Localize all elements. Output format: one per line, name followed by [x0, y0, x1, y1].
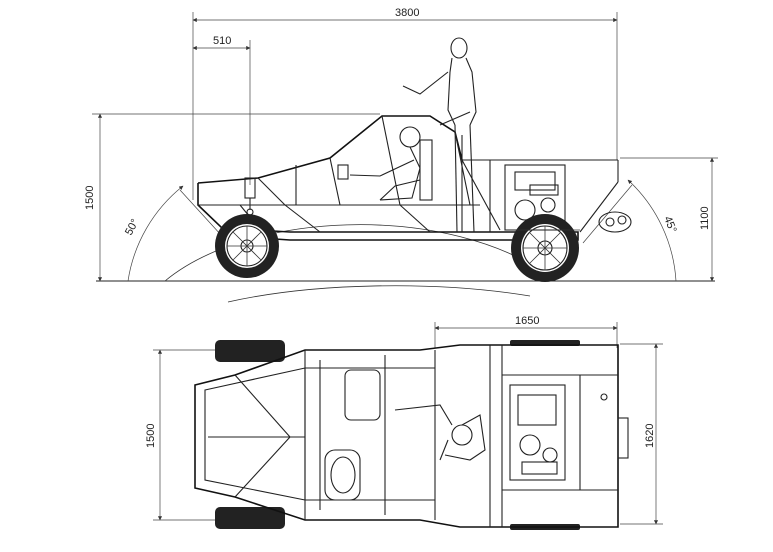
top-exhaust	[617, 417, 629, 459]
top-seats	[324, 369, 381, 501]
engine-side	[504, 164, 580, 231]
side-height-label: 1500	[84, 186, 96, 210]
rear-wheel	[511, 214, 579, 282]
standing-person	[402, 37, 477, 233]
top-chassis-frame	[194, 344, 619, 528]
overall-length-label: 3800	[395, 7, 419, 19]
front-wheel	[215, 214, 279, 278]
top-front-left-tire	[215, 340, 285, 362]
approach-angle-label: 50°	[123, 217, 141, 237]
top-rear-light	[600, 393, 608, 401]
clearance-arc-bottom	[227, 285, 531, 303]
top-person	[394, 404, 486, 461]
top-length-label: 1650	[515, 315, 539, 327]
top-length-dimension: 1650	[434, 315, 618, 348]
top-rear-width-dimension: 1620	[620, 343, 663, 525]
clearance-arc-front	[164, 224, 541, 282]
rear-height-dimension: 1100	[620, 157, 718, 282]
approach-angle: 50°	[123, 185, 233, 282]
exhaust	[598, 211, 632, 233]
top-front-right-tire	[215, 507, 285, 529]
seated-driver	[337, 126, 433, 201]
side-height-dimension: 1500	[84, 113, 380, 282]
side-view: 3800 510 1500 1100 50°	[84, 7, 718, 303]
top-engine	[509, 384, 566, 481]
front-overhang-label: 510	[213, 35, 231, 47]
departure-angle: 45°	[582, 179, 679, 282]
rear-height-label: 1100	[699, 206, 711, 230]
top-width-label: 1500	[145, 424, 157, 448]
overall-length-dimension: 3800	[192, 7, 618, 200]
top-view: 1650 1500 1620	[145, 315, 663, 530]
departure-angle-label: 45°	[661, 215, 678, 235]
top-rear-width-label: 1620	[644, 424, 656, 448]
front-overhang-dimension: 510	[192, 35, 251, 185]
top-width-dimension: 1500	[145, 349, 215, 521]
